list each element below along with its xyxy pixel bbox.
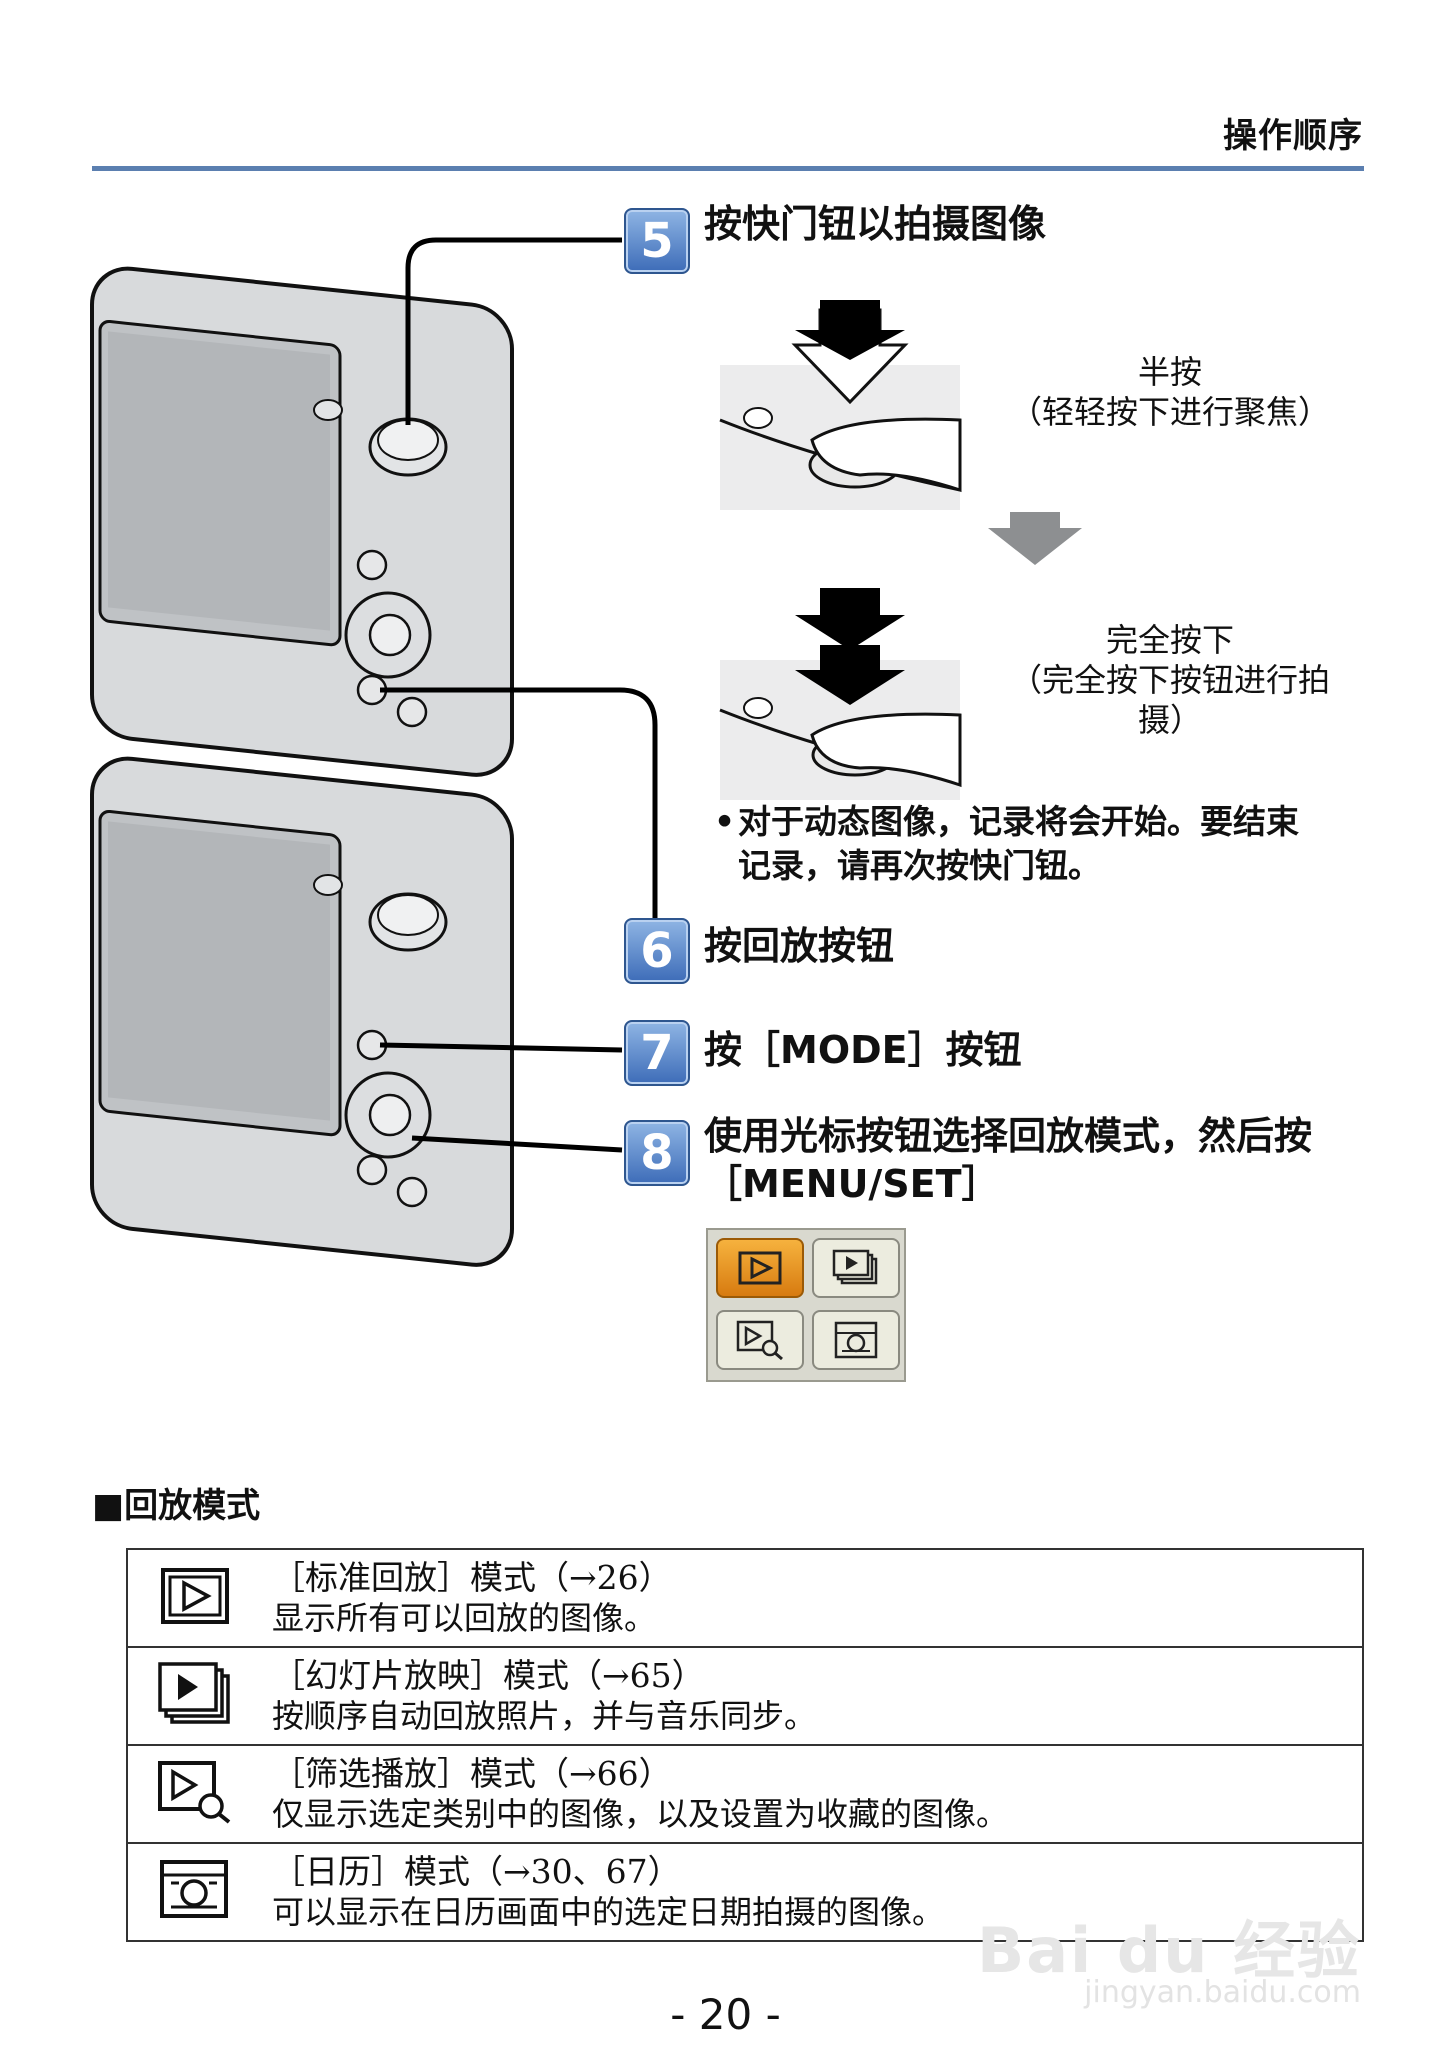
filtering-play-icon	[736, 1320, 783, 1360]
step-8-badge: 8	[624, 1120, 690, 1186]
note-line-2: 记录，请再次按快门钮。	[738, 846, 1101, 885]
normal-playback-icon	[161, 1568, 229, 1624]
step-8-text-2: ［MENU/SET］	[704, 1162, 1000, 1206]
normal-playback-icon	[738, 1251, 782, 1285]
step-7-badge: 7	[624, 1020, 690, 1086]
baidu-watermark: Bai du 经验	[976, 1914, 1361, 1987]
playback-mode-menu	[706, 1228, 906, 1382]
mode-desc: 仅显示选定类别中的图像，以及设置为收藏的图像。	[272, 1795, 1009, 1833]
step-6-badge: 6	[624, 918, 690, 984]
mode-name: ［日历］模式（→30、67）	[272, 1852, 681, 1891]
baidu-watermark-url: jingyan.baidu.com	[1084, 1975, 1361, 2010]
section-header: 操作顺序	[1223, 116, 1363, 156]
table-row: ［筛选播放］模式（→66） 仅显示选定类别中的图像，以及设置为收藏的图像。	[126, 1744, 1364, 1844]
calendar-icon	[160, 1860, 228, 1918]
menu-filtering-play[interactable]	[716, 1310, 804, 1370]
table-row: ［标准回放］模式（→26） 显示所有可以回放的图像。	[126, 1548, 1364, 1648]
step-6-text: 按回放按钮	[704, 924, 895, 968]
full-press-desc-2: 摄）	[1137, 701, 1202, 739]
full-press-label: 完全按下	[1105, 621, 1234, 659]
camera-bottom-illustration	[90, 756, 514, 1267]
table-row: ［幻灯片放映］模式（→65） 按顺序自动回放照片，并与音乐同步。	[126, 1646, 1364, 1746]
mode-desc: 按顺序自动回放照片，并与音乐同步。	[272, 1697, 817, 1735]
table-row: ［日历］模式（→30、67） 可以显示在日历画面中的选定日期拍摄的图像。	[126, 1842, 1364, 1942]
half-press-illustration	[719, 300, 962, 510]
mode-desc: 显示所有可以回放的图像。	[272, 1599, 657, 1637]
full-press-desc-1: （完全按下按钮进行拍	[1009, 661, 1330, 699]
playback-modes-table: ［标准回放］模式（→26） 显示所有可以回放的图像。 ［幻灯片放映］模式（→65…	[126, 1548, 1364, 1942]
step-5-text: 按快门钮以拍摄图像	[704, 202, 1047, 246]
menu-slide-show[interactable]	[812, 1238, 900, 1298]
calendar-icon	[834, 1321, 878, 1359]
slide-show-icon	[158, 1662, 230, 1724]
mode-name: ［筛选播放］模式（→66）	[272, 1754, 672, 1793]
half-press-desc: （轻轻按下进行聚焦）	[1009, 393, 1330, 431]
step-8-text-1: 使用光标按钮选择回放模式，然后按	[704, 1114, 1313, 1158]
step-7-text: 按［MODE］按钮	[704, 1028, 1022, 1072]
slide-show-icon	[832, 1249, 878, 1285]
filtering-play-icon	[158, 1761, 231, 1824]
mode-name: ［标准回放］模式（→26）	[272, 1558, 672, 1597]
full-press-illustration	[719, 588, 962, 800]
menu-calendar[interactable]	[812, 1310, 900, 1370]
page-number: - 20 -	[670, 1990, 781, 2039]
note-line-1: 对于动态图像，记录将会开始。要结束	[738, 802, 1299, 841]
section-title: ■回放模式	[92, 1486, 261, 1526]
menu-normal-playback[interactable]	[716, 1238, 804, 1298]
note-bullet: •	[714, 802, 736, 841]
mode-name: ［幻灯片放映］模式（→65）	[272, 1656, 705, 1695]
header-rule	[92, 166, 1364, 171]
half-press-label: 半按	[1137, 353, 1202, 391]
step-5-badge: 5	[624, 208, 690, 274]
camera-top-illustration	[90, 266, 514, 777]
mode-desc: 可以显示在日历画面中的选定日期拍摄的图像。	[272, 1893, 945, 1931]
